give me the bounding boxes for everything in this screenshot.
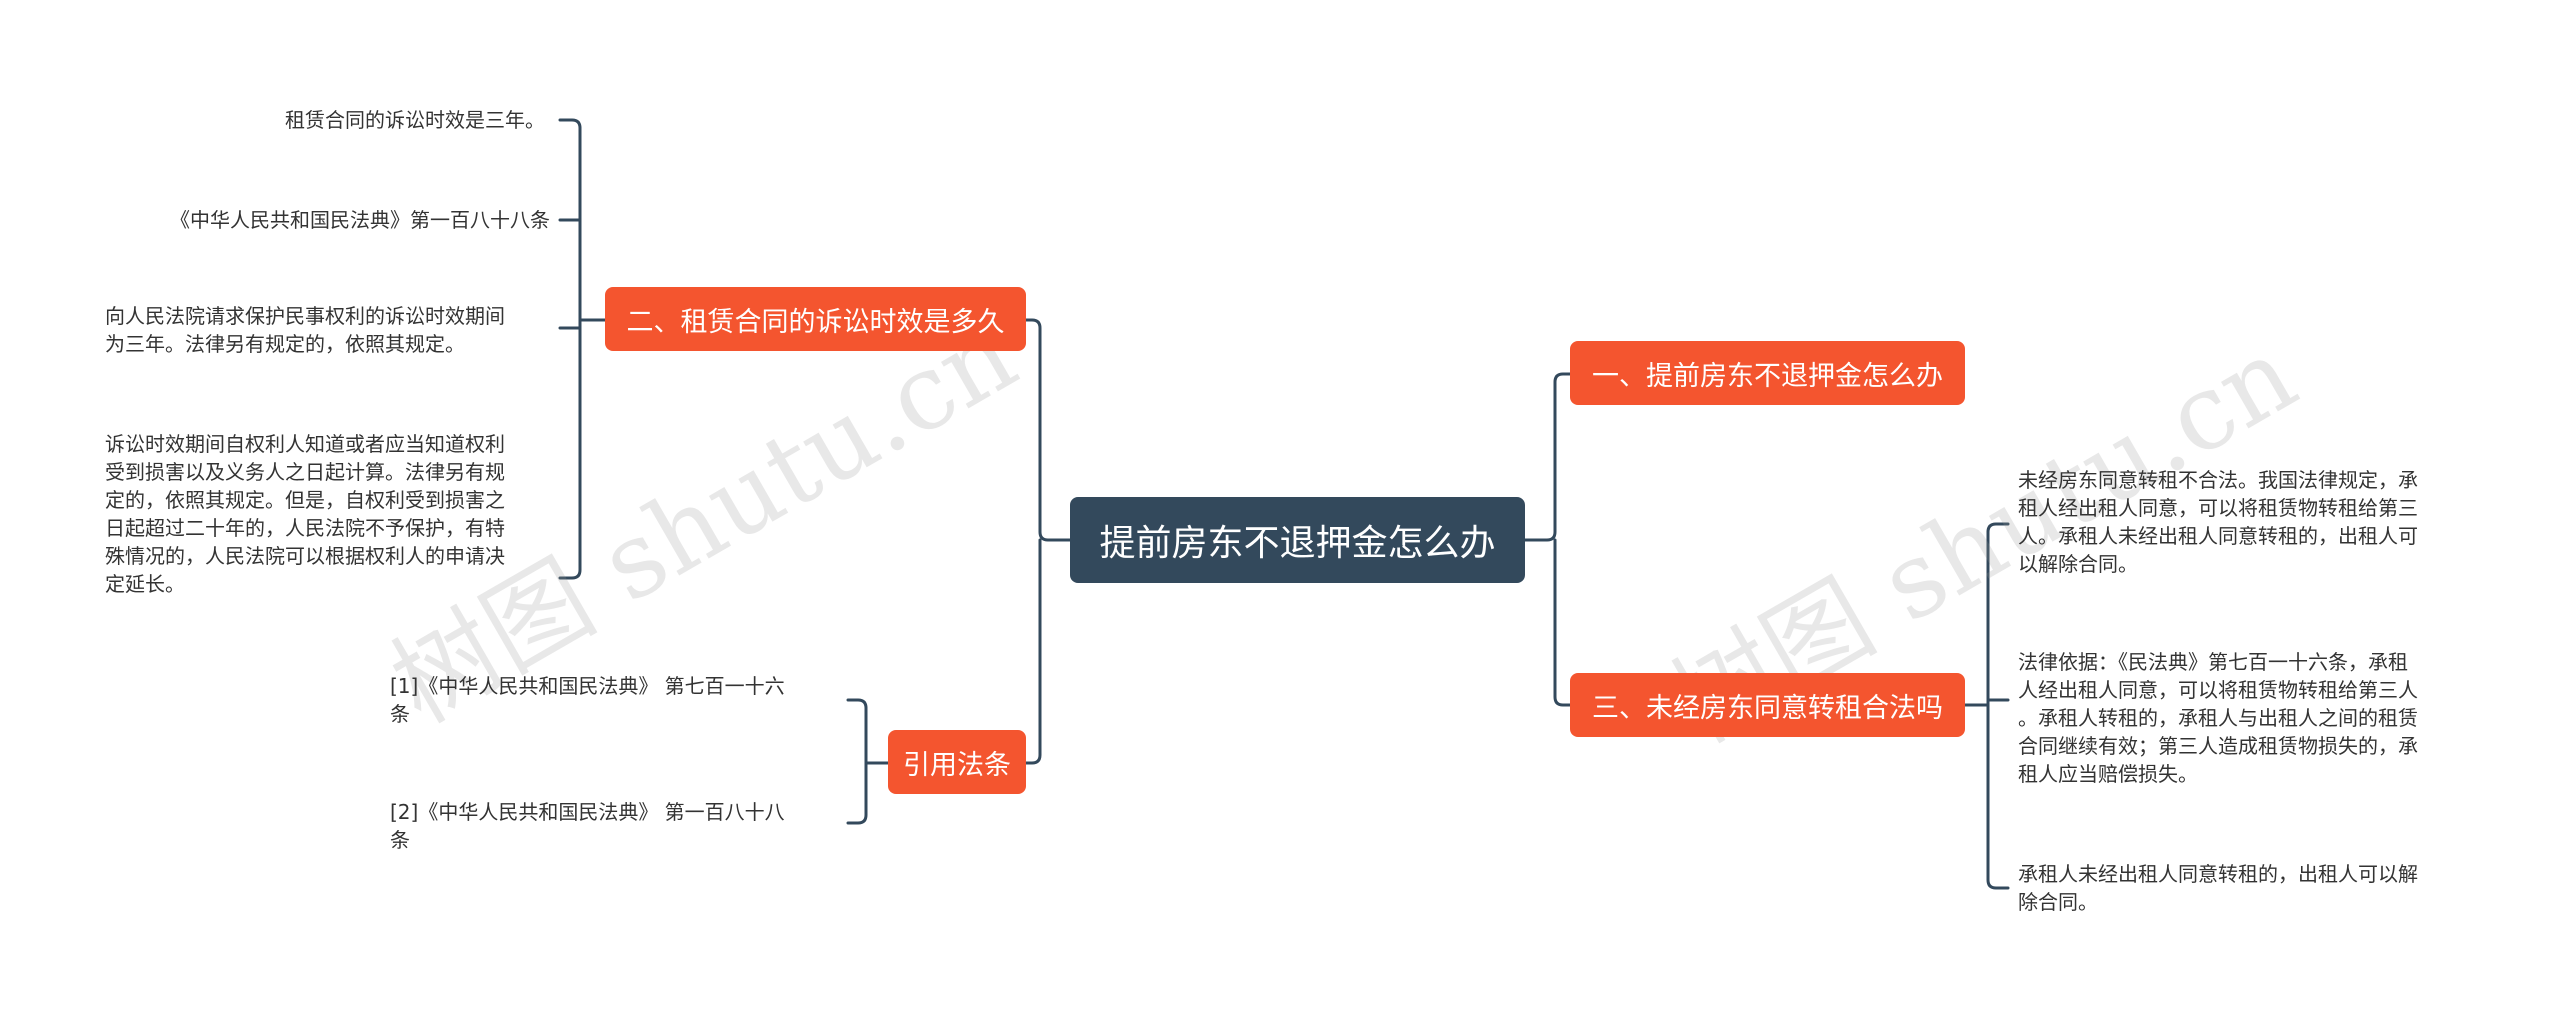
branch-deposit-not-returned[interactable]: 一、提前房东不退押金怎么办 <box>1570 341 1965 405</box>
leaf-three-year-rule: 向人民法院请求保护民事权利的诉讼时效期间 为三年。法律另有规定的，依照其规定。 <box>105 304 505 356</box>
leaf-limitation-start: 诉讼时效期间自权利人知道或者应当知道权利 受到损害以及义务人之日起计算。法律另有… <box>105 432 505 596</box>
leaf-legal-basis: 法律依据：《民法典》第七百一十六条，承租 人经出租人同意，可以将租赁物转租给第三… <box>2018 650 2418 786</box>
leaf-citation-716: [1]《中华人民共和国民法典》 第七百一十六 条 <box>390 674 785 726</box>
root-topic[interactable]: 提前房东不退押金怎么办 <box>1070 497 1525 583</box>
branch-statute-of-limitations[interactable]: 二、租赁合同的诉讼时效是多久 <box>605 287 1026 351</box>
leaf-landlord-may-terminate: 承租人未经出租人同意转租的，出租人可以解 除合同。 <box>2018 862 2418 914</box>
leaf-limitation-period: 租赁合同的诉讼时效是三年。 <box>285 108 545 132</box>
leaf-civil-code-188: 《中华人民共和国民法典》第一百八十八条 <box>170 208 550 232</box>
leaf-sublet-not-legal: 未经房东同意转租不合法。我国法律规定，承 租人经出租人同意，可以将租赁物转租给第… <box>2018 468 2418 576</box>
branch-citations[interactable]: 引用法条 <box>888 730 1026 794</box>
branch-sublet-legality[interactable]: 三、未经房东同意转租合法吗 <box>1570 673 1965 737</box>
leaf-citation-188: [2]《中华人民共和国民法典》 第一百八十八 条 <box>390 800 785 852</box>
